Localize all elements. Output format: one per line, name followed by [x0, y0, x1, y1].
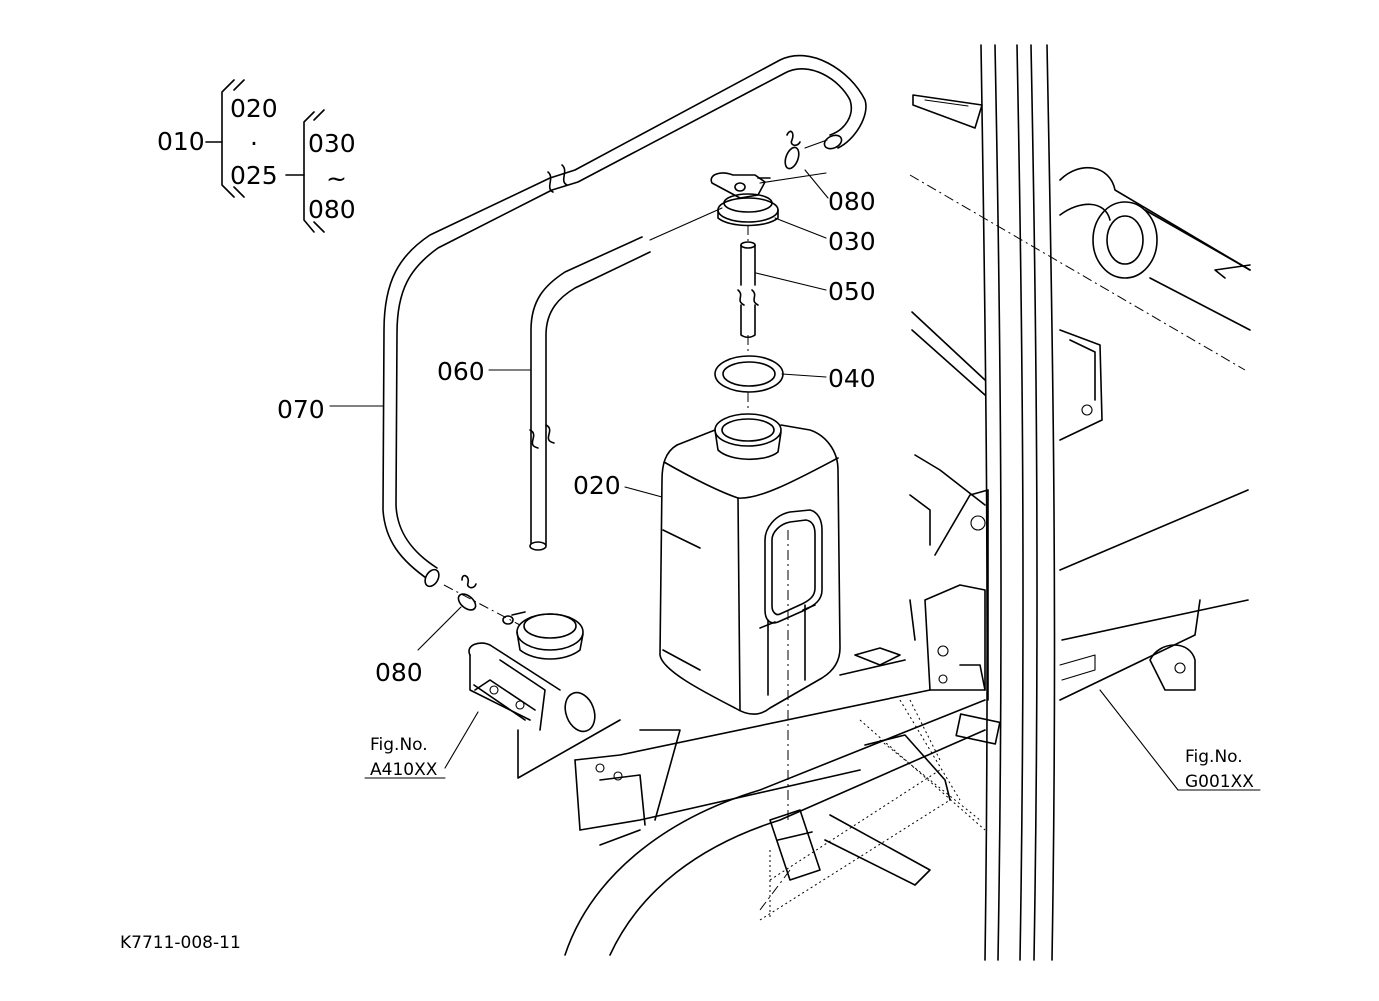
label-cap: 030: [828, 227, 876, 256]
fig-ref-left-title: Fig.No.: [370, 735, 428, 755]
label-hose-short: 060: [437, 357, 485, 386]
fig-ref-left-number: A410XX: [370, 760, 438, 780]
label-hose-long: 070: [277, 395, 325, 424]
fig-ref-right-title: Fig.No.: [1185, 747, 1243, 767]
drawing-code: K7711-008-11: [120, 933, 241, 953]
cap-030: [710, 172, 827, 245]
clamp-080-bottom: [443, 574, 521, 626]
hose-060: [529, 207, 723, 551]
legend-branch-b-bottom: 080: [308, 195, 356, 224]
figure-references: Fig.No. A410XX Fig.No. G001XX: [370, 735, 1254, 792]
legend-branch-a-top: 020: [230, 94, 278, 123]
frame-structure: [564, 44, 1251, 961]
legend-branch-b-top: 030: [308, 129, 356, 158]
pipe-050: [737, 241, 759, 355]
legend-branch-a-sep: ·: [250, 129, 258, 158]
radiator-neck: [444, 611, 621, 779]
legend-root-number: 010: [157, 127, 205, 156]
legend-branch-a-bottom: 025: [230, 161, 278, 190]
label-tank: 020: [573, 471, 621, 500]
assembly-legend: 010 020 · 025 030 ~ 080: [157, 79, 356, 233]
callout-leaders: [329, 169, 1261, 791]
fig-ref-right-number: G001XX: [1185, 772, 1254, 792]
clamp-080-top: [784, 130, 828, 170]
legend-branch-b-sep: ~: [326, 164, 347, 193]
label-clamp-top: 080: [828, 187, 876, 216]
tank-020: [659, 413, 841, 820]
label-clamp-bottom: 080: [375, 658, 423, 687]
hose-070: [382, 54, 867, 588]
packing-040: [714, 355, 784, 412]
label-packing: 040: [828, 364, 876, 393]
label-pipe: 050: [828, 277, 876, 306]
callout-labels: 080 030 050 040 060 070 020 080: [277, 187, 876, 687]
legend-bracket-a: [221, 79, 235, 198]
legend-bracket-b: [303, 111, 315, 233]
